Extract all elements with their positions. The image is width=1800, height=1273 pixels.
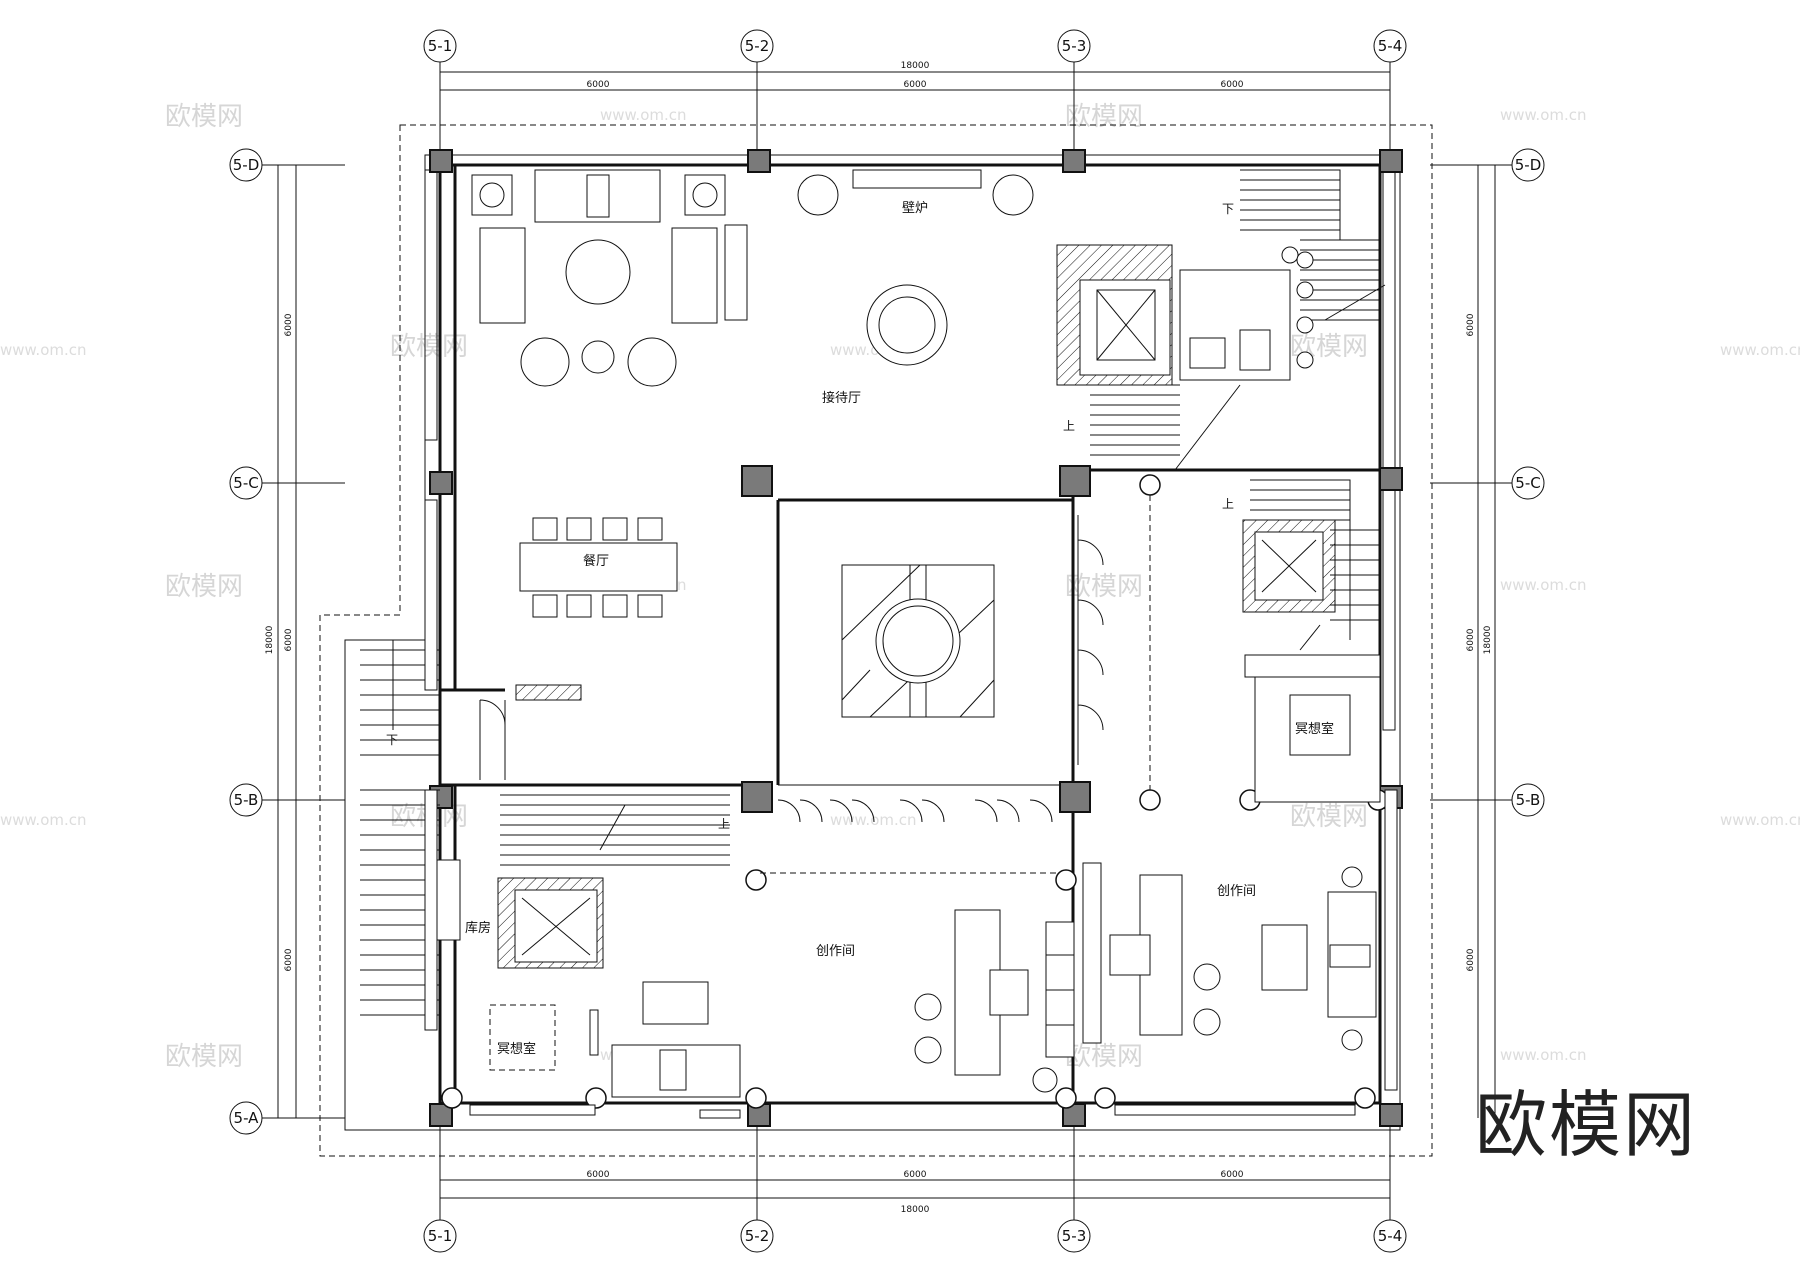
axis-label-right-b: 5-B [1516, 791, 1541, 809]
dim-total-bottom: 18000 [901, 1205, 930, 1215]
watermark-text: 欧模网 [165, 102, 243, 132]
watermark-url: www.om.cn [830, 811, 917, 829]
axis-label-bottom-4: 5-4 [1378, 1227, 1403, 1245]
room-label-fireplace: 壁炉 [902, 201, 928, 216]
studio-center-furniture [760, 799, 1075, 1093]
axis-label-top-1: 5-1 [428, 37, 453, 55]
axis-label-top-3: 5-3 [1062, 37, 1087, 55]
axis-label-left-a: 5-A [234, 1109, 260, 1127]
elevator-core-right [1077, 479, 1381, 803]
living-furniture [471, 169, 1034, 387]
axis-label-right-d: 5-D [1515, 156, 1542, 174]
axis-label-right-c: 5-C [1515, 474, 1540, 492]
brand-watermark: 欧模网 [1475, 1083, 1697, 1167]
watermark-url: www.om.cn [1500, 1046, 1587, 1064]
stair-label-up-middle-right: 上 [1222, 497, 1234, 511]
axis-label-bottom-2: 5-2 [745, 1227, 770, 1245]
watermark-url: www.om.cn [0, 811, 87, 829]
room-label-meditation-left: 冥想室 [497, 1041, 536, 1057]
watermark-text: 欧模网 [165, 1042, 243, 1072]
dim-total-right: 18000 [1483, 625, 1493, 654]
dim-span-top-1: 6000 [587, 80, 610, 90]
watermark-url: www.om.cn [0, 341, 87, 359]
axis-label-bottom-3: 5-3 [1062, 1227, 1087, 1245]
axis-lines [262, 62, 1512, 1220]
dim-span-bottom-1: 6000 [587, 1170, 610, 1180]
room-label-studio-left: 创作间 [816, 944, 855, 959]
dim-total-top: 18000 [901, 61, 930, 71]
axis-label-bottom-1: 5-1 [428, 1227, 453, 1245]
room-label-storage: 库房 [465, 920, 491, 936]
axis-label-top-4: 5-4 [1378, 37, 1403, 55]
stair-label-down-top-right: 下 [1222, 202, 1234, 216]
watermark-url: www.om.cn [1500, 576, 1587, 594]
watermark-text: 欧模网 [1065, 572, 1143, 602]
room-labels: 壁炉 接待厅 餐厅 冥想室 创作间 库房 创作间 冥想室 [465, 201, 1334, 1057]
columns [429, 149, 1403, 1127]
stair-label-up-top-right: 上 [1063, 419, 1075, 433]
dim-span-top-2: 6000 [904, 80, 927, 90]
dim-span-top-3: 6000 [1221, 80, 1244, 90]
axis-label-left-d: 5-D [233, 156, 260, 174]
dim-span-left-3: 6000 [284, 948, 294, 971]
room-label-studio-right: 创作间 [1217, 884, 1256, 899]
dim-span-left-2: 6000 [284, 628, 294, 651]
bottom-left-furniture [360, 640, 741, 1098]
dim-span-right-2: 6000 [1466, 628, 1476, 651]
dimension-texts: 18000 6000 6000 6000 6000 6000 6000 1800… [265, 61, 1493, 1215]
studio-right-furniture [1082, 862, 1377, 1051]
axis-label-top-2: 5-2 [745, 37, 770, 55]
axis-label-left-b: 5-B [234, 791, 259, 809]
stair-label-down-left: 下 [386, 733, 398, 747]
stair-top-right [1090, 169, 1386, 471]
stair-labels: 下 上 上 下 上 [386, 202, 1234, 831]
dim-span-right-3: 6000 [1466, 948, 1476, 971]
watermark-url: www.om.cn [1720, 811, 1800, 829]
axis-bubbles [229, 29, 1545, 1253]
dim-span-right-1: 6000 [1466, 313, 1476, 336]
axis-labels: 5-1 5-2 5-3 5-4 5-1 5-2 5-3 5-4 5-D 5-C … [233, 37, 1542, 1245]
room-label-reception: 接待厅 [822, 390, 861, 406]
watermark-text: 欧模网 [1290, 802, 1368, 832]
elevator-core-top [1056, 244, 1291, 386]
dim-span-bottom-3: 6000 [1221, 1170, 1244, 1180]
watermark-url: www.om.cn [1500, 106, 1587, 124]
watermark-url: www.om.cn [600, 106, 687, 124]
watermark-text: 欧模网 [1065, 102, 1143, 132]
dim-span-left-1: 6000 [284, 313, 294, 336]
dining-furniture [479, 517, 678, 780]
stair-label-up-bottom: 上 [718, 817, 730, 831]
watermark-url: www.om.cn [1720, 341, 1800, 359]
axis-label-left-c: 5-C [233, 474, 258, 492]
watermark-text: 欧模网 [1065, 1042, 1143, 1072]
dim-span-bottom-2: 6000 [904, 1170, 927, 1180]
room-label-dining: 餐厅 [583, 553, 609, 569]
watermark-text: 欧模网 [165, 572, 243, 602]
dim-total-left: 18000 [265, 625, 275, 654]
atrium [841, 564, 995, 718]
room-label-meditation-right: 冥想室 [1295, 721, 1334, 737]
